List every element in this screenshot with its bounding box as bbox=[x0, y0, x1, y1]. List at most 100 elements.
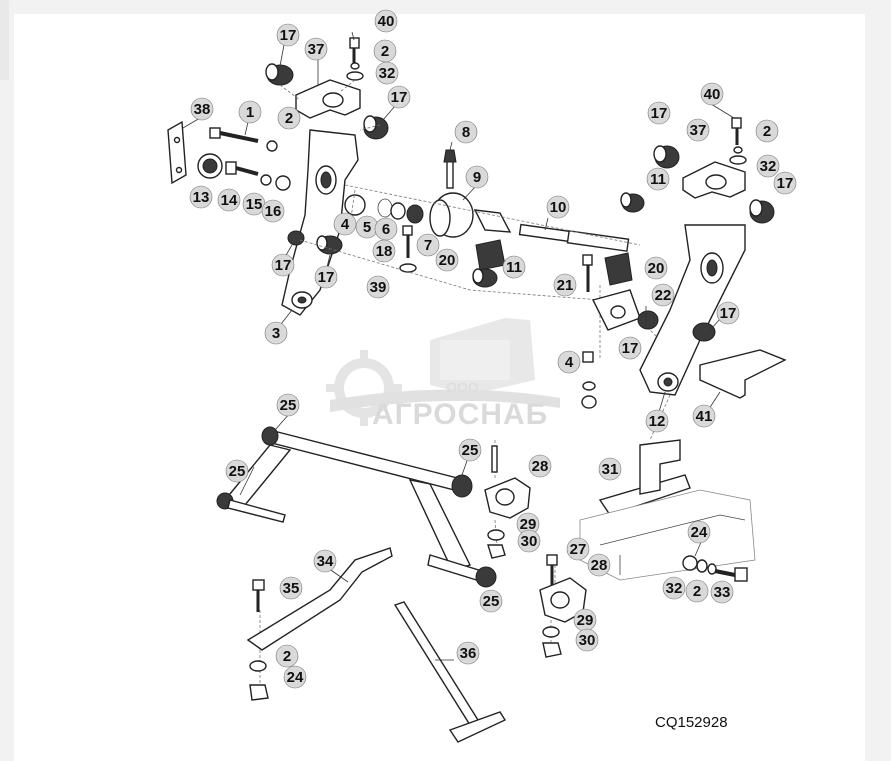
callout-37: 37 bbox=[686, 118, 710, 142]
callout-number: 40 bbox=[704, 86, 721, 103]
callout-bubble bbox=[465, 165, 489, 189]
callout-17: 17 bbox=[716, 301, 740, 325]
callout-number: 8 bbox=[462, 124, 470, 141]
callout-bubble bbox=[189, 185, 213, 209]
callout-number: 17 bbox=[720, 305, 737, 322]
callout-35: 35 bbox=[279, 576, 303, 600]
callout-12: 12 bbox=[645, 409, 669, 433]
callout-number: 17 bbox=[318, 269, 335, 286]
callout-bubble bbox=[276, 23, 300, 47]
callout-bubble bbox=[598, 457, 622, 481]
callout-2: 2 bbox=[373, 39, 397, 63]
callout-number: 2 bbox=[283, 648, 291, 665]
callout-17: 17 bbox=[314, 265, 338, 289]
callout-10: 10 bbox=[546, 195, 570, 219]
callout-32: 32 bbox=[375, 61, 399, 85]
callout-29: 29 bbox=[573, 608, 597, 632]
callout-13: 13 bbox=[189, 185, 213, 209]
callout-bubble bbox=[375, 61, 399, 85]
callout-bubble bbox=[333, 212, 357, 236]
callout-40: 40 bbox=[374, 9, 398, 33]
callout-number: 5 bbox=[363, 219, 371, 236]
callout-number: 10 bbox=[550, 199, 567, 216]
callout-number: 25 bbox=[280, 397, 297, 414]
callout-bubble bbox=[313, 549, 337, 573]
callout-2: 2 bbox=[277, 106, 301, 130]
callout-bubble bbox=[387, 85, 411, 109]
right-pivot-assembly bbox=[579, 117, 787, 581]
callout-6: 6 bbox=[374, 217, 398, 241]
callout-number: 2 bbox=[285, 110, 293, 127]
callout-bubble bbox=[479, 589, 503, 613]
callout-bubble bbox=[225, 459, 249, 483]
callout-number: 2 bbox=[763, 123, 771, 140]
callout-number: 17 bbox=[777, 175, 794, 192]
callout-bubble bbox=[710, 580, 734, 604]
callout-number: 1 bbox=[246, 104, 254, 121]
callout-bubble bbox=[416, 233, 440, 257]
callout-number: 17 bbox=[391, 89, 408, 106]
callout-number: 22 bbox=[655, 287, 672, 304]
callout-bubble bbox=[264, 321, 288, 345]
callout-5: 5 bbox=[355, 215, 379, 239]
callout-bubble bbox=[279, 576, 303, 600]
callout-number: 32 bbox=[760, 158, 777, 175]
callout-bubble bbox=[651, 283, 675, 307]
callout-21: 21 bbox=[553, 273, 577, 297]
callout-3: 3 bbox=[264, 321, 288, 345]
callout-number: 25 bbox=[229, 463, 246, 480]
callout-25: 25 bbox=[276, 393, 300, 417]
callout-32: 32 bbox=[662, 576, 686, 600]
callout-11: 11 bbox=[502, 255, 526, 279]
callout-4: 4 bbox=[557, 350, 581, 374]
callout-number: 18 bbox=[376, 243, 393, 260]
callout-bubble bbox=[277, 106, 301, 130]
callout-9: 9 bbox=[465, 165, 489, 189]
callout-22: 22 bbox=[651, 283, 675, 307]
callout-1: 1 bbox=[238, 100, 262, 124]
callout-29: 29 bbox=[516, 512, 540, 536]
callout-bubble bbox=[587, 553, 611, 577]
callout-37: 37 bbox=[304, 37, 328, 61]
callout-bubble bbox=[644, 256, 668, 280]
callout-bubble bbox=[304, 37, 328, 61]
watermark-logo: ООО АГРОСНАБ bbox=[326, 318, 560, 431]
callout-bubble bbox=[517, 529, 541, 553]
callout-bubble bbox=[755, 119, 779, 143]
callout-bubble bbox=[662, 576, 686, 600]
callout-number: 35 bbox=[283, 580, 300, 597]
callout-bubble bbox=[456, 641, 480, 665]
callout-number: 24 bbox=[691, 524, 708, 541]
callout-number: 28 bbox=[532, 458, 549, 475]
callout-30: 30 bbox=[517, 529, 541, 553]
callout-number: 17 bbox=[280, 27, 297, 44]
callout-number: 29 bbox=[577, 612, 594, 629]
callout-bubble bbox=[618, 336, 642, 360]
callout-33: 33 bbox=[710, 580, 734, 604]
callout-number: 2 bbox=[381, 43, 389, 60]
callout-bubble bbox=[773, 171, 797, 195]
callout-bubble bbox=[283, 665, 307, 689]
callout-number: 20 bbox=[648, 260, 665, 277]
callout-bubble bbox=[502, 255, 526, 279]
callout-number: 24 bbox=[287, 669, 304, 686]
callout-bubble bbox=[687, 520, 711, 544]
callout-bubble bbox=[217, 188, 241, 212]
watermark-company-type: ООО bbox=[446, 379, 479, 395]
callout-number: 17 bbox=[275, 257, 292, 274]
callout-41: 41 bbox=[692, 404, 716, 428]
callout-39: 39 bbox=[366, 275, 390, 299]
callout-bubble bbox=[261, 199, 285, 223]
callout-bubble bbox=[546, 195, 570, 219]
callout-bubble bbox=[756, 154, 780, 178]
callout-number: 3 bbox=[272, 325, 280, 342]
callout-bubble bbox=[686, 118, 710, 142]
callout-number: 4 bbox=[341, 216, 350, 233]
callout-number: 40 bbox=[378, 13, 395, 30]
callout-number: 17 bbox=[622, 340, 639, 357]
callout-number: 11 bbox=[650, 171, 666, 188]
callout-number: 6 bbox=[382, 221, 390, 238]
callout-number: 9 bbox=[473, 169, 481, 186]
